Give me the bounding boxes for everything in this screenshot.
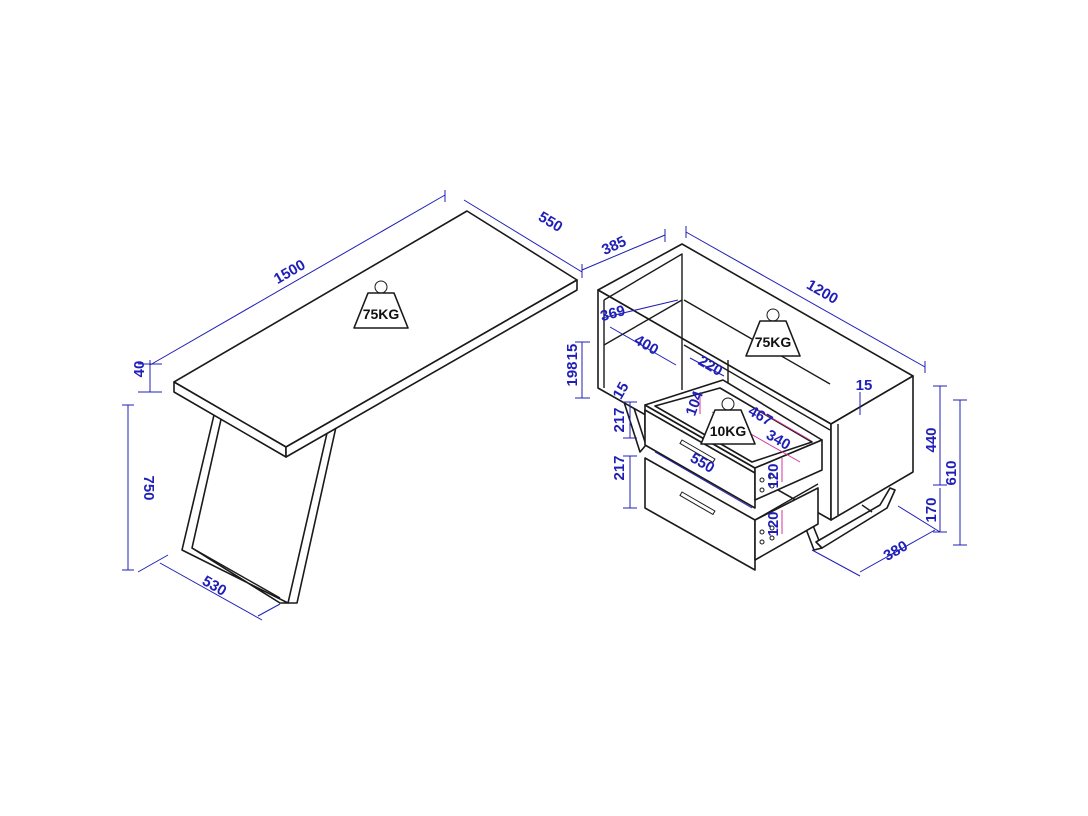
desk-width-label: 550 [535,208,565,235]
cabinet-leg-depth-label: 380 [881,537,911,564]
drawer-upper-handle [679,439,716,464]
drawer-lower-handle [679,491,716,516]
drawer-runner-height-lower-label: 120 [765,511,782,536]
cabinet-panel-thickness-label: 15 [856,377,873,394]
cabinet-opening-height-label: 198 [564,361,581,386]
drawer-lower-runner [754,487,819,561]
drawer-upper-front-panel [644,409,756,509]
cabinet-depth-label: 385 [599,233,629,259]
drawer-weight-icon: 10KG [700,397,756,445]
drawer-upper-runner [754,439,823,501]
desk [173,210,578,604]
cabinet-leg-right-frame [815,487,896,549]
drawer-front-height-lower-label: 217 [611,455,628,480]
cabinet-total-height-label: 610 [943,460,960,485]
desk-leg-depth-label: 530 [199,572,229,599]
drawer-dimensions [623,396,811,534]
desk-top-edge-side [285,279,578,458]
drawer-front-height-upper-label: 217 [611,407,628,432]
cabinet-body-height-label: 440 [923,427,940,452]
cabinet-load-label: 75KG [755,334,792,350]
cabinet-side-right [830,375,914,521]
desk-load-label: 75KG [363,306,400,322]
desk-length-label: 1500 [271,256,308,287]
desk-weight-icon: 75KG [353,280,409,329]
drawer-runner-height-upper-label: 120 [765,463,782,488]
cabinet-weight-icon: 75KG [745,308,801,357]
desk-thickness-label: 40 [131,361,148,378]
cabinet-dimensions [575,226,967,577]
drawer-lower-front [644,457,756,571]
cabinet-side-thickness-label: 15 [610,379,633,402]
drawer-load-label: 10KG [710,423,747,439]
cabinet-leg-height-label: 170 [923,497,940,522]
cabinet-length-label: 1200 [804,276,841,307]
cabinet-shelf-height-label: 369 [599,302,628,325]
desk-height-label: 750 [140,475,157,500]
desk-top [173,210,578,448]
desk-dimensions [122,190,583,621]
cabinet-top-thickness-label: 15 [564,344,581,361]
